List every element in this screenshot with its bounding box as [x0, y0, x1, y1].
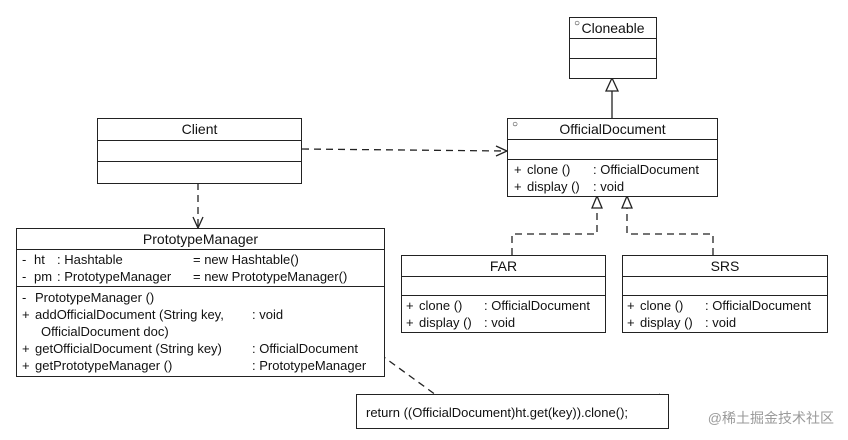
member-text: display () [419, 315, 472, 330]
srs-class: SRS + clone () : OfficialDocument + disp… [622, 255, 828, 333]
member-text: : OfficialDocument [705, 298, 811, 313]
member-text: : void [252, 307, 284, 322]
attribute-row: - pm : PrototypeManager = new PrototypeM… [17, 268, 384, 285]
far-title: FAR [489, 258, 518, 274]
member-text: display () [527, 179, 580, 194]
member-text: : void [593, 179, 625, 194]
client-attributes [98, 140, 301, 161]
officialdocument-class: ○ OfficialDocument + clone () : Official… [507, 118, 718, 197]
prototypemanager-class: PrototypeManager - ht : Hashtable = new … [16, 228, 385, 377]
srs-to-officialdocument-line [626, 208, 714, 255]
member-text: getOfficialDocument (String key) [35, 341, 222, 356]
member-text: PrototypeManager () [35, 290, 155, 305]
member-text: : PrototypeManager [57, 269, 172, 284]
member-text: + [514, 179, 522, 194]
far-inheritance-arrowhead [591, 194, 603, 209]
member-text: OfficialDocument doc) [41, 324, 169, 339]
member-text: - [22, 290, 27, 305]
member-text: clone () [419, 298, 463, 313]
member-text: : OfficialDocument [484, 298, 590, 313]
method-row: + getPrototypeManager () : PrototypeMana… [17, 357, 384, 374]
member-text: addOfficialDocument (String key, [35, 307, 224, 322]
member-text: clone () [527, 162, 571, 177]
attribute-row: - ht : Hashtable = new Hashtable() [17, 251, 384, 268]
method-row: + display () : void [508, 178, 717, 195]
srs-methods: + clone () : OfficialDocument + display … [623, 295, 827, 332]
member-text: : OfficialDocument [593, 162, 699, 177]
code-note-text: return ((OfficialDocument)ht.get(key)).c… [366, 405, 629, 420]
method-row: + addOfficialDocument (String key, : voi… [17, 306, 384, 323]
cloneable-class: ○ Cloneable [569, 17, 657, 79]
member-text: display () [640, 315, 693, 330]
member-text: getPrototypeManager () [35, 358, 173, 373]
member-text: + [627, 315, 635, 330]
member-text: ht [34, 252, 45, 267]
member-text: : void [705, 315, 737, 330]
member-text: clone () [640, 298, 684, 313]
client-methods [98, 161, 301, 182]
member-text: - [22, 269, 27, 284]
code-note: return ((OfficialDocument)ht.get(key)).c… [356, 394, 669, 429]
method-row: + display () : void [623, 314, 827, 331]
member-text: : OfficialDocument [252, 341, 358, 356]
client-class: Client [97, 118, 302, 184]
member-text: : Hashtable [57, 252, 123, 267]
officialdocument-methods: + clone () : OfficialDocument + display … [508, 159, 717, 196]
method-row: + clone () : OfficialDocument [508, 161, 717, 178]
member-text: = new PrototypeManager() [193, 269, 348, 284]
member-text: + [22, 307, 30, 322]
far-class: FAR + clone () : OfficialDocument + disp… [401, 255, 606, 333]
abstract-stereotype-icon: ○ [512, 119, 519, 130]
member-text: + [22, 341, 30, 356]
officialdocument-attributes [508, 139, 717, 159]
cloneable-realization-arrowhead [604, 76, 620, 92]
client-to-officialdocument-dependency [301, 148, 506, 152]
far-attributes [402, 276, 605, 295]
prototypemanager-attributes: - ht : Hashtable = new Hashtable() - pm … [17, 249, 384, 286]
method-continuation-row: OfficialDocument doc) [17, 323, 384, 340]
cloneable-methods [570, 58, 656, 78]
srs-title: SRS [710, 258, 740, 274]
cloneable-title: Cloneable [581, 20, 645, 36]
method-row: + clone () : OfficialDocument [402, 297, 605, 314]
member-text: + [406, 298, 414, 313]
method-row: - PrototypeManager () [17, 289, 384, 306]
member-text: : void [484, 315, 516, 330]
method-row: + getOfficialDocument (String key) : Off… [17, 340, 384, 357]
srs-attributes [623, 276, 827, 295]
method-row: + display () : void [402, 314, 605, 331]
member-text: + [22, 358, 30, 373]
srs-inheritance-arrowhead [621, 194, 633, 209]
far-methods: + clone () : OfficialDocument + display … [402, 295, 605, 332]
interface-stereotype-icon: ○ [574, 18, 581, 29]
cloneable-attributes [570, 38, 656, 58]
member-text: - [22, 252, 27, 267]
prototypemanager-title: PrototypeManager [142, 231, 259, 247]
member-text: + [514, 162, 522, 177]
far-to-officialdocument-line [511, 208, 598, 255]
member-text: + [406, 315, 414, 330]
member-text: : PrototypeManager [252, 358, 367, 373]
client-title: Client [181, 121, 218, 137]
member-text: pm [34, 269, 53, 284]
watermark: @稀土掘金技术社区 [707, 410, 834, 426]
officialdocument-title: OfficialDocument [559, 121, 666, 137]
member-text: = new Hashtable() [193, 252, 299, 267]
method-row: + clone () : OfficialDocument [623, 297, 827, 314]
prototypemanager-methods: - PrototypeManager () + addOfficialDocum… [17, 286, 384, 376]
member-text: + [627, 298, 635, 313]
